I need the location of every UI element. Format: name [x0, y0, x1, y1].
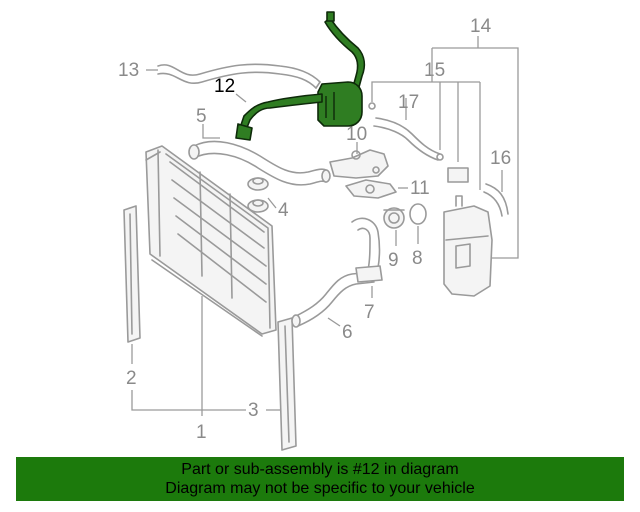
part-9-thermostat[interactable] [383, 207, 405, 229]
callout-8: 8 [412, 248, 423, 269]
leader-5 [202, 124, 220, 139]
callout-17: 17 [398, 92, 419, 113]
part-14-reservoir[interactable] [443, 195, 493, 297]
part-15-cap[interactable] [447, 167, 469, 183]
part-3-bracket[interactable] [277, 317, 297, 451]
leader-1-2-3 [131, 390, 246, 411]
callout-6: 6 [342, 322, 353, 343]
part-11-gasket[interactable] [345, 179, 397, 199]
callout-11: 11 [410, 178, 430, 199]
part-6-lower-hose[interactable] [291, 271, 375, 328]
callout-15: 15 [424, 60, 445, 81]
part-1-radiator[interactable] [145, 145, 277, 337]
part-16-small-hose[interactable] [483, 183, 509, 217]
callout-16: 16 [490, 148, 511, 169]
leader-15-bar [371, 81, 480, 102]
callout-4: 4 [278, 200, 289, 221]
callout-1: 1 [196, 422, 207, 443]
callout-9: 9 [388, 250, 399, 271]
callout-2: 2 [126, 368, 137, 389]
part-10-water-outlet[interactable] [329, 149, 389, 179]
leader-4 [267, 197, 277, 209]
callout-14: 14 [470, 16, 492, 37]
callout-7: 7 [364, 302, 375, 323]
leader-14 [432, 47, 519, 259]
leader-12 [235, 93, 247, 103]
part-12-assembly[interactable] [235, 11, 366, 141]
part-4-radiator-cap[interactable] [247, 177, 269, 213]
banner-line-2: Diagram may not be specific to your vehi… [165, 480, 475, 497]
diagram-canvas: 13 12 5 10 11 4 [118, 11, 519, 451]
callout-3: 3 [248, 400, 259, 421]
parts-diagram: 13 12 5 10 11 4 [118, 11, 519, 451]
banner-line-1: Part or sub-assembly is #12 in diagram [181, 461, 459, 478]
part-13-hose[interactable] [157, 63, 321, 89]
part-5-upper-hose[interactable] [188, 140, 331, 186]
callout-5: 5 [196, 106, 207, 127]
part-17-overflow-hose[interactable] [368, 102, 444, 161]
callout-13: 13 [118, 60, 139, 81]
callout-12: 12 [214, 76, 235, 97]
part-2-bracket[interactable] [123, 205, 141, 343]
part-7-inlet-pipe[interactable] [351, 217, 383, 283]
callout-10: 10 [346, 124, 367, 145]
leader-6 [327, 317, 341, 327]
info-banner: Part or sub-assembly is #12 in diagram D… [16, 457, 624, 501]
part-8-o-ring[interactable] [409, 203, 427, 225]
